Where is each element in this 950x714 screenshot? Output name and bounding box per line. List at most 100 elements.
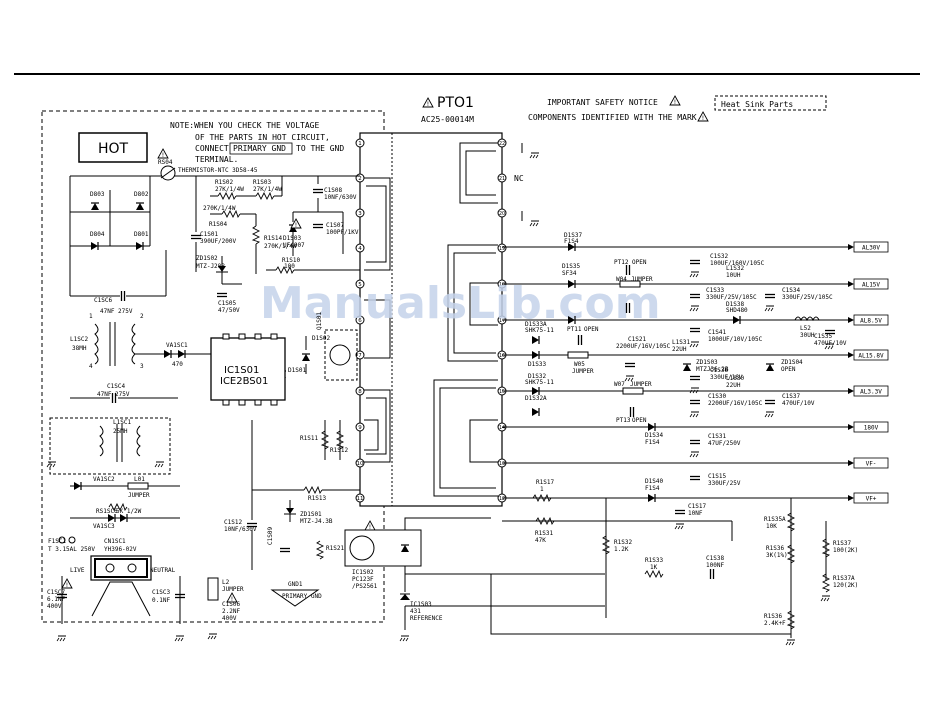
va1sc3-label: VA1SC3 — [93, 523, 115, 530]
secondary-pin-number: 13 — [499, 461, 505, 467]
r1s17-value: 1 — [540, 486, 544, 493]
r1s37-value: 100(2K) — [833, 547, 858, 554]
rs1sc6-value: 5K 1/2W — [116, 508, 142, 515]
c1sc7-value: 6.1NF — [47, 596, 65, 603]
r1s03-label: R1S03 — [253, 179, 271, 186]
secondary-pin-number: 16 — [499, 353, 505, 359]
primary-pin-number: 3 — [358, 211, 362, 217]
primary-pin-3: 3 — [355, 208, 365, 218]
thermistor-ref: RS04 — [158, 159, 173, 166]
f1sc1-label: F1SC1 — [48, 538, 66, 545]
d1s02-label: D1S02 — [312, 335, 330, 342]
d1s33b-label: D1S33 — [528, 361, 546, 368]
zd1s01-value: MTZ-J4.3B — [300, 518, 333, 525]
ic1s02-label: IC1S02 — [352, 569, 374, 576]
d804-label: D804 — [90, 231, 105, 238]
note-line-1: NOTE:WHEN YOU CHECK THE VOLTAGE — [170, 121, 319, 130]
c1s41-label: C1S41 — [708, 329, 726, 336]
neutral-label: NEUTRAL — [150, 567, 176, 574]
ic1s03-label: IC1S03 — [410, 601, 432, 608]
l01-label: L01 — [134, 476, 145, 483]
secondary-pin-number: 12 — [499, 496, 505, 502]
secondary-pin-number: 18 — [499, 282, 505, 288]
d1s32b-label: D1S32 — [528, 373, 546, 380]
d1s37-value: F1S4 — [564, 238, 579, 245]
r1s32-label: R1S32 — [614, 539, 632, 546]
output-label: AL3.3V — [860, 389, 882, 396]
l1s32-value: 10UH — [726, 272, 741, 279]
primary-pin-7: 7 — [355, 350, 365, 360]
cn1sc1-label: CN1SC1 — [104, 538, 126, 545]
zd1s04-value: OPEN — [781, 366, 796, 373]
c1s30-value: 2200UF/16V/105C — [708, 400, 763, 407]
c1s32-label: C1S32 — [710, 253, 728, 260]
svg-text:470: 470 — [172, 361, 183, 368]
thermistor-label: THERMISTOR-NTC 3D58-45 — [178, 167, 258, 174]
r1s11-label: R1S11 — [300, 435, 318, 442]
c1s05-value: 47/50V — [218, 307, 240, 314]
secondary-pin-19: 19 — [497, 243, 507, 253]
r1s02-label: R1S02 — [215, 179, 233, 186]
secondary-pin-number: 14 — [499, 425, 505, 431]
c1s31-value: 47UF/250V — [708, 440, 741, 447]
svg-text:270K/1/4W: 270K/1/4W — [203, 205, 236, 212]
c1s34-value: 330UF/25V/105C — [782, 294, 833, 301]
c1s33-label: C1S33 — [706, 287, 724, 294]
c1s07-value: 100PF/1KV — [326, 229, 359, 236]
ic1s01-label: IC1S01 — [224, 365, 259, 376]
l1s30-value: 22UH — [726, 382, 741, 389]
c1s06-rating: 400V — [222, 615, 237, 622]
c1s36-value: 330UF/16V — [710, 374, 743, 381]
pt13-label: PT13 — [616, 417, 631, 424]
ic-pin-bottom — [238, 399, 246, 406]
transformer-part: AC25-00014M — [421, 115, 474, 124]
c1sc3-label: C1SC3 — [152, 589, 170, 596]
output-terminal: AL15V — [848, 278, 889, 290]
d802-label: D802 — [134, 191, 149, 198]
svg-text:27K/1/4W: 27K/1/4W — [253, 186, 282, 193]
c1s33-value: 330UF/25V/105C — [706, 294, 757, 301]
r1s31-label: R1S31 — [535, 530, 553, 537]
r1s10-label: R1S10 — [282, 257, 300, 264]
c1s32-value: 100UF/160V/105C — [710, 260, 765, 267]
l52-value: 30UH — [800, 332, 815, 339]
c1s21-value: 2200UF/16V/105C — [616, 343, 671, 350]
l52-label: L52 — [800, 325, 811, 332]
svg-text:1: 1 — [89, 313, 93, 320]
c1sc4-value: 47NF 275V — [97, 391, 130, 398]
primary-pin-9: 9 — [355, 422, 365, 432]
c1s37-label: C1S37 — [782, 393, 800, 400]
l2-value: JUMPER — [222, 586, 244, 593]
c1s06-value: 2.2NF — [222, 608, 240, 615]
pt13-value: OPEN — [632, 417, 647, 424]
r1s37a-label: R1S37A — [833, 575, 855, 582]
ic-pin-bottom — [254, 399, 262, 406]
r1s14-label: R1S14 — [264, 235, 282, 242]
zd1s02-label: ZD1S02 — [196, 255, 218, 262]
primary-pin-1: 1 — [355, 138, 365, 148]
primary-pin-number: 1 — [358, 141, 362, 147]
ic-pin-top — [254, 333, 262, 340]
r1s13-label: R1S13 — [308, 495, 326, 502]
c1sc6-label: C1SC6 — [94, 297, 112, 304]
svg-text:2: 2 — [140, 313, 144, 320]
w07-jumper: JUMPER — [630, 381, 652, 388]
c1s05-label: C1S05 — [218, 300, 236, 307]
output-label: AL15V — [862, 282, 880, 289]
output-terminal: AL15.8V — [848, 349, 889, 361]
hot-label: HOT — [98, 141, 129, 157]
c1s41-value: 1000UF/10V/105C — [708, 336, 763, 343]
primary-pin-8: 8 — [355, 386, 365, 396]
secondary-pin-21: 21 — [497, 173, 507, 183]
va1sc1-label: VA1SC1 — [166, 342, 188, 349]
va1sc2-label: VA1SC2 — [93, 476, 115, 483]
note-line-3b: PRIMARY GND — [233, 144, 286, 153]
r1s35a-value: 10K — [766, 523, 777, 530]
primary-pin-number: 4 — [358, 246, 362, 252]
primary-pin-11: 11 — [355, 493, 365, 503]
primary-pin-number: 8 — [358, 389, 362, 395]
l1s31-label: L1S31 — [672, 339, 690, 346]
ic1s03-type: REFERENCE — [410, 615, 443, 622]
c1s38-value: 100NF — [706, 562, 724, 569]
